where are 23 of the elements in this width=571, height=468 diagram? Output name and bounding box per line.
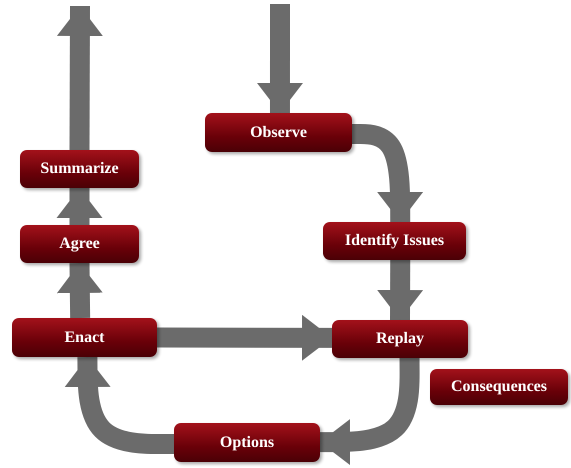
arrow — [350, 124, 424, 222]
step-box — [20, 150, 139, 188]
step-label: Summarize — [40, 160, 119, 178]
arrow — [56, 262, 103, 318]
step-label: Identify Issues — [344, 232, 444, 250]
arrow — [56, 188, 102, 225]
step-box — [12, 318, 157, 357]
step-label: Enact — [64, 328, 104, 346]
step-box — [430, 369, 568, 405]
arrow — [256, 4, 303, 113]
step-label: Agree — [59, 235, 100, 253]
step-box — [323, 222, 466, 260]
step-box — [205, 113, 352, 152]
step-box — [20, 225, 139, 263]
step-label: Replay — [376, 330, 424, 348]
step-label: Consequences — [450, 378, 547, 396]
step-label: Options — [220, 434, 274, 452]
arrow — [56, 6, 103, 150]
arrow — [377, 260, 424, 320]
step-label: Observe — [250, 124, 307, 142]
step-box — [332, 320, 468, 358]
step-box — [174, 423, 320, 462]
arrow — [156, 314, 332, 361]
